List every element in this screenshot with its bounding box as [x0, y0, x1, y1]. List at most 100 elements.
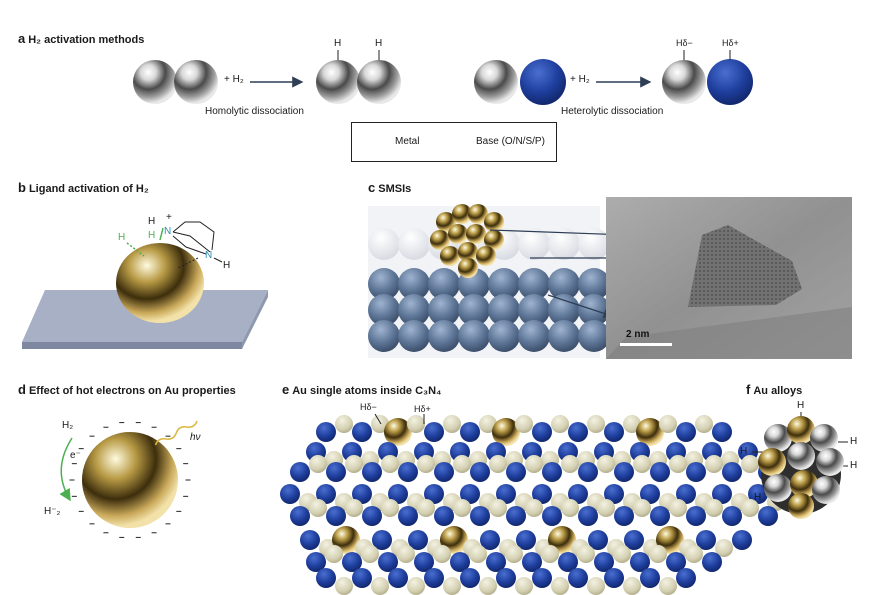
carbon-atom	[469, 545, 487, 563]
carbon-atom	[453, 455, 471, 473]
hydride-label: Hδ−	[676, 38, 693, 48]
carbon-atom	[325, 545, 343, 563]
carbon-atom	[649, 545, 667, 563]
h-label: H	[754, 492, 762, 503]
carbon-atom	[443, 415, 461, 433]
nitrogen-atom	[434, 506, 454, 526]
au-nanoparticle	[116, 243, 204, 323]
au-atom	[440, 246, 460, 266]
au-single-atom	[492, 418, 520, 446]
heterolytic-caption: Heterolytic dissociation	[561, 106, 664, 117]
nitrogen-atom	[352, 484, 372, 504]
nitrogen-atom	[604, 422, 624, 442]
smsi-model	[368, 204, 712, 358]
nitrogen-atom	[558, 552, 578, 572]
carbon-atom	[489, 499, 507, 517]
carbon-atom	[669, 499, 687, 517]
nitrogen-atom	[300, 530, 320, 550]
nitrogen-atom	[290, 506, 310, 526]
nitrogen-atom	[408, 530, 428, 550]
support-atom	[398, 320, 430, 352]
nitrogen-atom	[614, 506, 634, 526]
carbon-atom	[633, 499, 651, 517]
nitrogen-atom	[758, 506, 778, 526]
carbon-atom	[623, 577, 641, 595]
base-atom	[707, 59, 753, 105]
nitrogen-atom	[532, 568, 552, 588]
pointer-arrow	[547, 294, 614, 318]
nitrogen-atom	[624, 530, 644, 550]
support-atom	[458, 294, 490, 326]
carbon-atom	[417, 499, 435, 517]
nitrogen-atom	[542, 506, 562, 526]
nitrogen-atom	[604, 484, 624, 504]
carbon-atom	[561, 455, 579, 473]
carbon-atom	[705, 499, 723, 517]
nitrogen-atom	[450, 552, 470, 572]
nitrogen-label: N	[164, 226, 172, 237]
carbon-atom	[577, 545, 595, 563]
support-atom	[488, 294, 520, 326]
carbon-atom	[685, 545, 703, 563]
plus-h2-label: + H₂	[570, 74, 590, 85]
carbon-atom	[381, 455, 399, 473]
carbon-atom	[695, 415, 713, 433]
au-atom	[448, 224, 468, 244]
au-atom	[468, 204, 488, 224]
support-atom	[518, 268, 550, 300]
carbon-atom	[309, 455, 327, 473]
base-atom	[520, 59, 566, 105]
au-atom	[458, 242, 478, 262]
homolytic-scheme	[133, 50, 401, 104]
support-atom-faded	[368, 228, 400, 260]
carbon-atom	[597, 455, 615, 473]
support-atom	[518, 294, 550, 326]
nitrogen-atom	[480, 530, 500, 550]
nitrogen-atom	[280, 484, 300, 504]
carbon-atom	[397, 545, 415, 563]
carbon-atom	[371, 577, 389, 595]
proton-label: Hδ+	[722, 38, 739, 48]
support-atom-faded	[578, 228, 610, 260]
support-atom	[458, 320, 490, 352]
support-atom	[578, 320, 610, 352]
hot-electron-scene	[59, 420, 198, 538]
carbon-atom	[541, 545, 559, 563]
nitrogen-atom	[460, 568, 480, 588]
nitrogen-atom	[522, 552, 542, 572]
heterolytic-scheme	[474, 50, 753, 105]
carbon-atom	[561, 499, 579, 517]
au-single-atom	[636, 418, 664, 446]
nitrogen-atom	[640, 484, 660, 504]
nitrogen-atom	[388, 484, 408, 504]
carbon-atom	[669, 455, 687, 473]
metal-atom	[174, 60, 218, 104]
support-atom	[518, 320, 550, 352]
nitrogen-atom	[722, 506, 742, 526]
nitrogen-atom	[516, 530, 536, 550]
nitrogen-atom	[568, 484, 588, 504]
nitrogen-label: N	[205, 250, 213, 261]
carbon-atom	[515, 577, 533, 595]
nitrogen-atom	[666, 552, 686, 572]
charge-label: +	[166, 212, 172, 223]
nitrogen-atom	[470, 506, 490, 526]
carbon-atom	[633, 455, 651, 473]
nitrogen-atom	[352, 568, 372, 588]
scale-label: 2 nm	[626, 329, 650, 340]
nitrogen-atom	[722, 462, 742, 482]
nitrogen-atom	[532, 484, 552, 504]
light-wave	[154, 420, 198, 446]
nitrogen-atom	[568, 568, 588, 588]
carbon-atom	[309, 499, 327, 517]
au-single-atom	[384, 418, 412, 446]
support-atom	[578, 268, 610, 300]
scale-bar	[620, 343, 672, 346]
nitrogen-atom	[342, 552, 362, 572]
carbon-atom	[505, 545, 523, 563]
